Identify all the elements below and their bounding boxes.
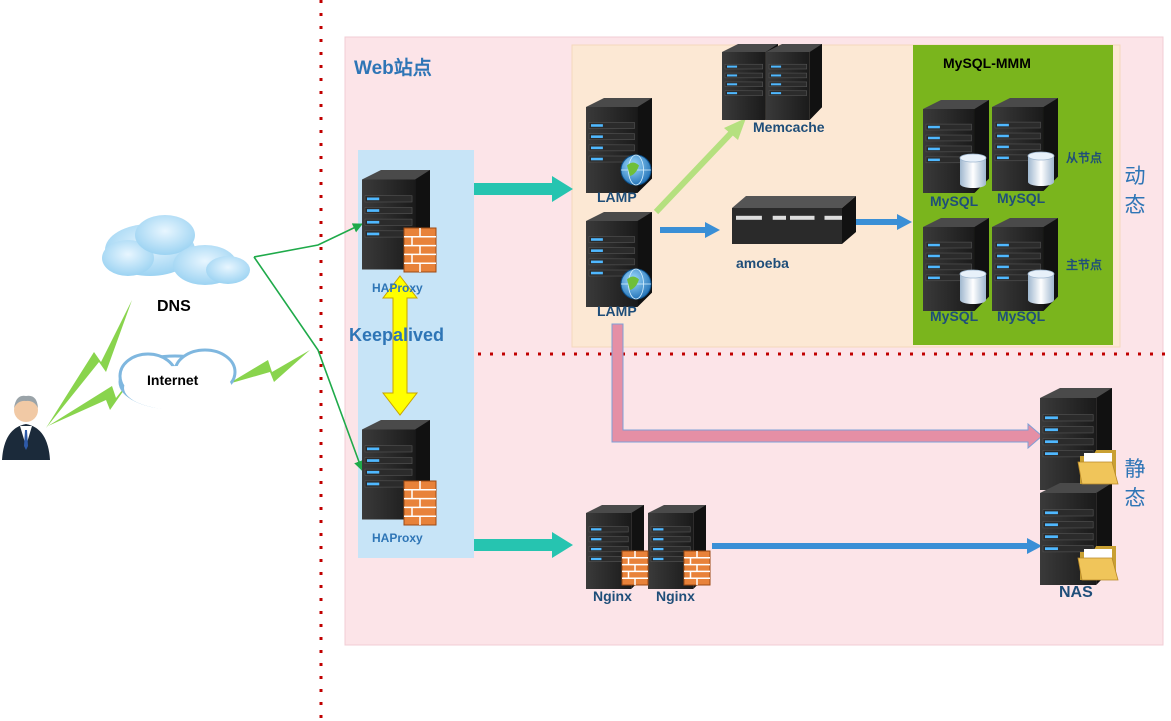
arrow-head	[724, 118, 746, 140]
keepalived-label: Keepalived	[349, 325, 445, 345]
globe-icon	[620, 154, 652, 186]
mysql-4-label: MySQL	[997, 308, 1046, 324]
arrow-to-lamp	[474, 176, 573, 202]
database-icon	[959, 269, 987, 304]
amoeba-label: amoeba	[736, 255, 789, 271]
cloud-icon	[102, 215, 250, 285]
keepalived-arrow	[381, 275, 419, 416]
database-icon	[1027, 269, 1055, 304]
lamp-bottom-label: LAMP	[597, 303, 637, 319]
static-label: 静态	[1124, 458, 1146, 510]
mysql-mmm-label: MySQL-MMM	[943, 55, 1031, 71]
haproxy-bottom-label: HAProxy	[372, 531, 423, 545]
database-icon	[1027, 151, 1055, 186]
arrow-to-nas	[712, 538, 1042, 554]
mysql-1-label: MySQL	[930, 193, 979, 209]
firewall-icon	[403, 227, 437, 273]
arrow-to-nginx	[474, 532, 573, 558]
folder-icon	[1077, 546, 1119, 581]
internet-label: Internet	[147, 372, 199, 388]
arrow-to-memcache	[653, 127, 737, 215]
server-icon	[786, 196, 856, 244]
master-node-label: 主节点	[1066, 258, 1103, 272]
connection-to-haproxy-bottom	[253, 256, 364, 471]
arrow-to-storage	[611, 323, 1043, 450]
memcache-label: Memcache	[753, 119, 825, 135]
lamp-top-label: LAMP	[597, 189, 637, 205]
nginx-1-label: Nginx	[593, 588, 632, 604]
web-site-label: Web站点	[354, 58, 432, 79]
mysql-3-label: MySQL	[930, 308, 979, 324]
nas-label: NAS	[1059, 584, 1093, 601]
mysql-2-label: MySQL	[997, 190, 1046, 206]
haproxy-top-label: HAProxy	[372, 281, 423, 295]
firewall-icon	[683, 550, 711, 586]
folder-icon	[1077, 450, 1119, 485]
database-icon	[959, 153, 987, 188]
lightning-icon	[228, 350, 310, 384]
arrow-to-mysql	[852, 214, 912, 230]
firewall-icon	[621, 550, 649, 586]
nginx-2-label: Nginx	[656, 588, 695, 604]
user-icon	[2, 395, 50, 460]
server-icon	[1040, 483, 1112, 585]
dynamic-label: 动态	[1124, 165, 1146, 217]
dns-label: DNS	[157, 298, 191, 315]
firewall-icon	[403, 480, 437, 526]
connection-to-haproxy-top	[253, 223, 363, 258]
lightning-icon	[48, 370, 138, 426]
arrow-to-amoeba	[660, 222, 720, 238]
lightning-icon	[46, 300, 132, 428]
globe-icon	[620, 268, 652, 300]
slave-node-label: 从节点	[1066, 151, 1103, 165]
cloud-icon	[118, 348, 237, 410]
server-icon	[766, 44, 822, 120]
